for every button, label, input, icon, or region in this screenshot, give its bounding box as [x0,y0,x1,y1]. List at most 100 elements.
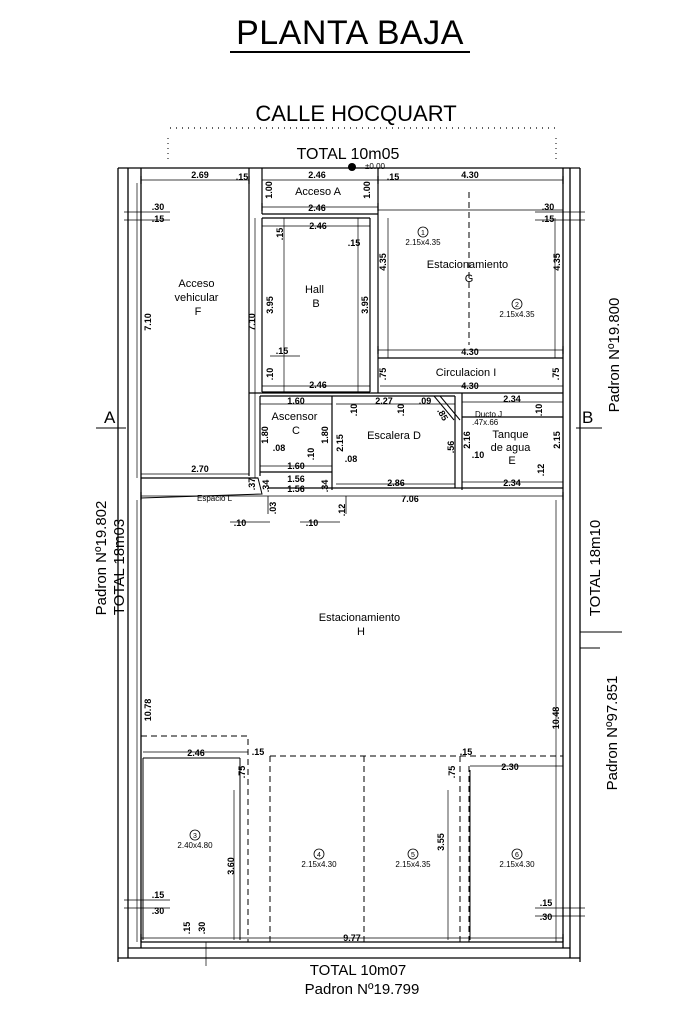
svg-text:2.34: 2.34 [503,478,521,488]
svg-text:7.10: 7.10 [143,313,153,331]
svg-text:1.00: 1.00 [264,181,274,199]
svg-text:6: 6 [515,852,519,859]
svg-text:.15: .15 [152,214,165,224]
svg-text:2.15x4.30: 2.15x4.30 [301,860,337,869]
svg-text:1.56: 1.56 [287,484,305,494]
left-padron-label: Padron Nº19.802 [93,501,110,616]
svg-text:3.95: 3.95 [265,296,275,314]
svg-text:4.30: 4.30 [461,170,479,180]
svg-text:10.48: 10.48 [551,707,561,730]
ducto-diagonal-2 [433,395,455,421]
svg-text:1.00: 1.00 [362,181,372,199]
room-tanque: Tanque de agua E [491,429,534,467]
svg-text:.30: .30 [542,202,555,212]
svg-text:3.95: 3.95 [360,296,370,314]
svg-text:.15: .15 [236,172,249,182]
svg-text:2.40x4.80: 2.40x4.80 [177,841,213,850]
svg-text:3.55: 3.55 [436,833,446,851]
svg-text:2.15: 2.15 [335,434,345,452]
top-total-label: TOTAL 10m05 [297,146,400,163]
svg-text:2: 2 [515,302,519,309]
svg-text:.15: .15 [542,214,555,224]
svg-text:.08: .08 [345,454,358,464]
svg-text:A: A [104,408,116,427]
svg-text:.75: .75 [551,368,561,381]
svg-text:4.35: 4.35 [378,253,388,271]
svg-text:2.30: 2.30 [501,762,519,772]
svg-text:2.15x4.35: 2.15x4.35 [499,310,535,319]
room-acceso-a: Acceso A [295,186,342,198]
street-label: CALLE HOCQUART [255,101,456,126]
level-mark-icon [348,163,356,171]
svg-text:.15: .15 [540,898,553,908]
svg-text:1.80: 1.80 [320,426,330,444]
svg-text:.15: .15 [387,172,400,182]
svg-text:2.46: 2.46 [309,380,327,390]
svg-text:.75: .75 [237,766,247,779]
dimension-labels: 2.69 .15 2.46 1.00 1.00 .15 4.30 .30 .15… [143,170,562,943]
parking-dashes [141,192,563,942]
room-espacio: Espacio L [197,494,233,503]
parking-space-5: 5 2.15x4.35 [395,848,431,869]
svg-text:.10: .10 [396,404,406,417]
svg-text:.10: .10 [349,404,359,417]
parking-space-6: 6 2.15x4.30 [499,848,535,869]
boundary-ticks [580,631,622,649]
svg-text:2.15: 2.15 [552,431,562,449]
svg-text:.12: .12 [536,464,546,477]
svg-text:2.27: 2.27 [375,396,393,406]
dimension-ticks [140,176,564,942]
svg-text:.75: .75 [447,766,457,779]
svg-text:.47x.66: .47x.66 [472,418,499,427]
room-estacionamiento-h: Estacionamiento H [319,612,403,638]
parking-space-3: 3 2.40x4.80 [177,829,213,850]
svg-text:3.60: 3.60 [226,857,236,875]
left-total-label: TOTAL 18m03 [111,519,128,615]
title-underline [230,51,470,53]
svg-text:2.34: 2.34 [503,394,521,404]
svg-text:.15: .15 [252,747,265,757]
svg-text:1: 1 [421,230,425,237]
svg-text:.10: .10 [472,450,485,460]
svg-text:2.46: 2.46 [308,203,326,213]
parking-solid [142,757,471,940]
room-labels: Acceso vehicular F Acceso A Hall B Estac… [174,186,534,638]
right-total-label: TOTAL 18m10 [587,520,604,616]
svg-text:2.46: 2.46 [187,748,205,758]
room-estacionamiento-g: Estacionamiento G [427,259,511,285]
svg-text:10.78: 10.78 [143,699,153,722]
bottom-total-label: TOTAL 10m07 [310,962,406,979]
svg-text:1.60: 1.60 [287,396,305,406]
svg-text:2.86: 2.86 [387,478,405,488]
svg-text:.85: .85 [435,407,450,423]
svg-text:4: 4 [317,852,321,859]
svg-text:.15: .15 [276,346,289,356]
svg-text:2.15x4.30: 2.15x4.30 [499,860,535,869]
svg-text:.30: .30 [197,922,207,935]
offset-marks [124,211,585,917]
section-marker-a: A [96,408,126,429]
svg-text:4.30: 4.30 [461,347,479,357]
svg-text:2.46: 2.46 [309,221,327,231]
right-padron-bottom-label: Padron Nº97.851 [604,676,621,791]
svg-text:4.35: 4.35 [552,253,562,271]
svg-text:4.30: 4.30 [461,381,479,391]
svg-text:.34: .34 [261,480,271,493]
svg-text:.09: .09 [419,396,432,406]
parking-space-4: 4 2.15x4.30 [301,848,337,869]
bottom-padron-label: Padron Nº19.799 [305,981,420,998]
svg-text:.15: .15 [182,922,192,935]
section-marker-b: B [576,408,602,429]
svg-text:.10: .10 [306,518,319,528]
page-title: PLANTA BAJA [236,14,464,52]
svg-text:2.70: 2.70 [191,464,209,474]
room-hall: Hall B [305,284,327,310]
parking-space-1: 1 2.15x4.35 [405,226,441,247]
svg-text:7.10: 7.10 [247,313,257,331]
svg-text:9.77: 9.77 [343,933,361,943]
svg-text:.10: .10 [306,448,316,461]
level-mark-label: ±0.00 [365,162,386,171]
svg-text:.15: .15 [275,228,285,241]
svg-text:.34: .34 [320,480,330,493]
